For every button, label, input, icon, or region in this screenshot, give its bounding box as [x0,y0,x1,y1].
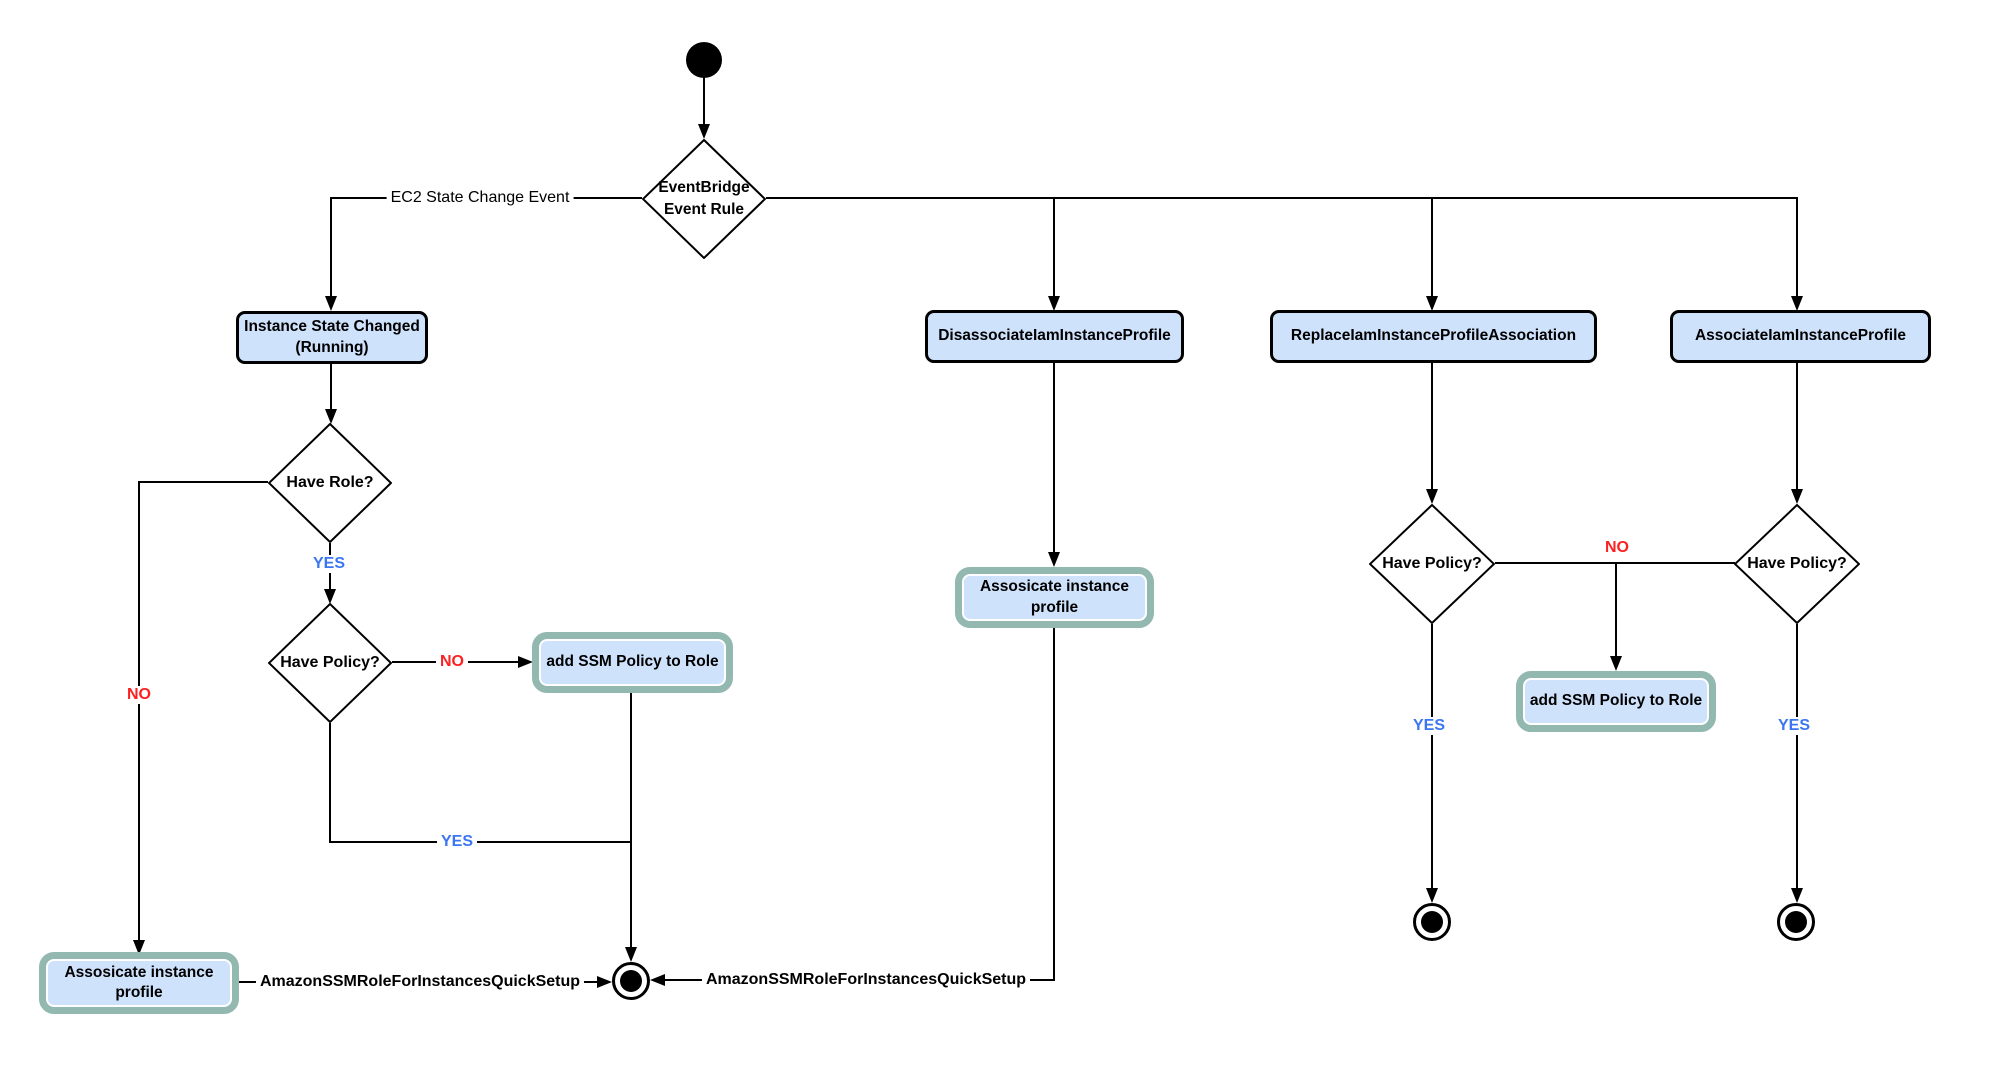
arrowhead-into-end-left-west [597,976,612,988]
edge-label-have-policy-right-yes: YES [1773,717,1815,735]
decision-label-line1: EventBridge [658,178,750,196]
end-node-mid [1413,903,1451,941]
edge-instance-to-have-role [330,363,332,410]
arrowhead-into-profile-mid [1048,552,1060,567]
decision-eventbridge-event-rule: EventBridge Event Rule [642,139,766,259]
action-label-line2: profile [1030,598,1079,616]
decision-have-role: Have Role? [268,423,392,543]
action-associate-instance-profile-mid: Assosicate instance profile [955,567,1154,628]
decision-label: Have Policy? [280,653,380,671]
diamond-shape [1369,504,1495,624]
arrowhead-into-have-policy-mid [1426,489,1438,504]
edge-label-quicksetup-left: AmazonSSMRoleForInstancesQuickSetup [255,973,585,991]
edge-label-have-role-yes: YES [308,555,350,573]
decision-label: EventBridge Event Rule [642,139,766,259]
arrowhead-into-replace [1426,296,1438,311]
edge-have-policy-left-yes-down [329,723,331,843]
decision-label: Have Role? [286,473,374,491]
edge-label-have-policy-left-no: NO [436,653,468,671]
action-replace-iam-instance-profile-association: ReplaceIamInstanceProfileAssociation [1270,310,1597,363]
action-label: ReplaceIamInstanceProfileAssociation [1290,327,1577,345]
edge-have-policy-mid-yes [1431,624,1433,889]
edge-label-have-policy-mid-yes: YES [1408,717,1450,735]
decision-label: Have Policy? [1747,554,1847,572]
edge-have-role-no-vertical [138,481,140,942]
decision-have-policy-left: Have Policy? [268,603,392,723]
action-label-line1: Instance State Changed [244,318,420,336]
arrowhead-into-have-role [325,409,337,424]
edge-no-drop-to-add-ssm-right [1615,562,1617,657]
action-label-line1: Assosicate instance [979,578,1130,596]
edge-drop-disassociate [1053,197,1055,297]
diamond-shape [268,423,392,543]
arrowhead-into-add-ssm-right [1610,656,1622,671]
edge-drop-instance-state [330,197,332,297]
action-add-ssm-policy-left: add SSM Policy to Role [532,632,733,693]
edge-drop-replace [1431,197,1433,297]
decision-have-policy-right: Have Policy? [1734,504,1860,624]
arrowhead-into-associate-profile-bl [133,940,145,955]
edge-start-to-eventbridge [703,78,705,126]
end-node-dot [1785,911,1807,933]
end-node-left [612,962,650,1000]
arrowhead-into-instance-state [325,296,337,311]
diamond-shape [1734,504,1860,624]
arrowhead-into-have-policy-right [1791,489,1803,504]
action-add-ssm-policy-right: add SSM Policy to Role [1516,671,1716,732]
edge-eventbridge-to-right [766,197,1798,199]
end-node-dot [1421,911,1443,933]
edge-disassociate-to-profile-mid [1053,363,1055,553]
edge-profile-mid-down [1053,627,1055,981]
decision-label-line2: Event Rule [663,201,745,218]
arrowhead-into-end-left-east [650,974,665,986]
action-associate-iam-instance-profile: AssociateIamInstanceProfile [1670,310,1931,363]
end-node-dot [620,970,642,992]
action-label-line2: profile [115,984,163,1001]
edge-have-policy-right-yes [1796,624,1798,889]
arrowhead-into-end-mid [1426,888,1438,903]
edge-drop-associate [1796,197,1798,297]
arrowhead-into-end-left-top [625,947,637,962]
edge-label-have-policy-left-yes: YES [436,833,478,851]
action-label: AssociateIamInstanceProfile [1694,327,1907,345]
edge-add-ssm-left-to-end [630,692,632,948]
arrowhead-into-add-ssm-left [518,656,533,668]
action-label-line1: Assosicate instance [64,963,214,981]
diamond-shape [268,603,392,723]
edge-associate-to-have-policy-right [1796,363,1798,490]
edge-label-have-role-no: NO [123,686,155,704]
arrowhead-into-have-policy-left [324,589,336,604]
start-node [686,42,722,78]
decision-have-policy-mid: Have Policy? [1369,504,1495,624]
edge-have-policy-left-yes-across [329,841,632,843]
action-disassociate-iam-instance-profile: DisassociateIamInstanceProfile [925,310,1184,363]
action-instance-state-changed: Instance State Changed (Running) [236,311,428,364]
action-label-line2: (Running) [295,338,369,356]
action-label: add SSM Policy to Role [1529,692,1703,710]
edge-label-quicksetup-right: AmazonSSMRoleForInstancesQuickSetup [701,971,1031,989]
arrowhead-into-end-right [1791,888,1803,903]
arrowhead-into-associate [1791,296,1803,311]
edge-label-have-policy-right-no: NO [1601,539,1633,557]
edge-label-ec2-state-change: EC2 State Change Event [386,189,574,207]
end-node-right [1777,903,1815,941]
arrowhead-into-eventbridge [698,124,710,139]
action-label: DisassociateIamInstanceProfile [938,327,1171,345]
edge-have-role-no-horizontal [139,481,268,483]
decision-label: Have Policy? [1382,554,1482,572]
action-label: add SSM Policy to Role [546,653,719,671]
diamond-shape [642,139,766,259]
edge-replace-to-have-policy-mid [1431,363,1433,490]
arrowhead-into-disassociate [1048,296,1060,311]
action-associate-instance-profile-bottom-left: Assosicate instance profile [39,952,239,1014]
